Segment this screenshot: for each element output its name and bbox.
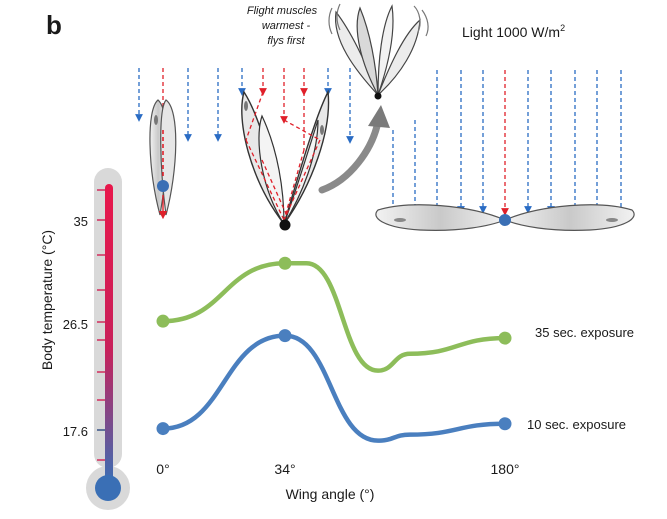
closed-wing-spot [154, 115, 158, 125]
series-2-point-5 [498, 417, 512, 431]
flat-body-dot [499, 214, 511, 226]
annotation-line-2: warmest - [262, 20, 311, 32]
y-tick-label-26-5: 26.5 [63, 317, 88, 332]
fly-body-dot [374, 92, 382, 100]
y-axis: 35 26.5 17.6 Body temperature (°C) [39, 214, 88, 439]
takeoff-arrow-shaft [318, 118, 382, 194]
series-label-10-sec: 10 sec. exposure [527, 417, 626, 432]
thermometer [86, 168, 130, 510]
butterfly-wings-closed [149, 99, 177, 220]
butterfly-wings-flat [375, 204, 635, 231]
flat-wing-spot-right [606, 218, 618, 222]
v-wing-spot-right [320, 125, 324, 135]
series-1-point-2 [278, 256, 292, 270]
flight-muscle-annotation: Flight muscles warmest - flys first [247, 5, 318, 47]
flat-wing-left [375, 204, 507, 231]
thermometer-ticks [97, 189, 105, 461]
flat-wing-right [503, 204, 635, 231]
series-1-point-6 [498, 331, 512, 345]
butterfly-flying [328, 3, 429, 100]
fly-wing-3 [377, 4, 394, 96]
panel-label: b [46, 10, 62, 40]
series-2-point-2 [278, 329, 292, 343]
light-rays [135, 68, 625, 216]
series-1-point-1 [156, 314, 170, 328]
motion-lines [328, 3, 429, 37]
takeoff-arrow-head [368, 105, 390, 128]
v-body-dot [279, 219, 291, 231]
light-label-superscript: 2 [560, 23, 565, 33]
closed-body-dot [157, 180, 169, 192]
x-axis: 0° 34° 180° Wing angle (°) [156, 461, 519, 502]
y-axis-title: Body temperature (°C) [39, 230, 55, 370]
x-tick-label-0: 0° [156, 461, 169, 477]
flat-wing-spot-left [394, 218, 406, 222]
x-tick-label-34: 34° [274, 461, 295, 477]
chart-series [156, 256, 512, 443]
x-axis-title: Wing angle (°) [286, 486, 375, 502]
fly-wing-2 [356, 6, 379, 96]
y-tick-label-17-6: 17.6 [63, 424, 88, 439]
series-label-35-sec: 35 sec. exposure [535, 325, 634, 340]
series-2-point-1 [156, 422, 170, 436]
takeoff-arrow [318, 105, 390, 194]
series-line-2 [160, 333, 508, 443]
x-tick-label-180: 180° [491, 461, 520, 477]
thermometer-bulb [95, 475, 121, 501]
v-wing-right-front [283, 119, 319, 225]
butterfly-wings-34deg [241, 89, 330, 231]
annotation-line-1: Flight muscles [247, 5, 318, 17]
annotation-line-3: flys first [267, 35, 305, 47]
v-wing-spot-left [244, 101, 248, 111]
reflected-rays [245, 91, 321, 221]
thermometer-mercury [105, 184, 113, 484]
light-label-text: Light 1000 W/m [462, 24, 560, 40]
v-wing-left-front [258, 114, 285, 227]
light-label: Light 1000 W/m2 [462, 23, 565, 40]
series-line-1 [160, 260, 508, 373]
svg-text:Light 1000 W/m2: Light 1000 W/m2 [462, 23, 565, 40]
y-tick-label-35: 35 [74, 214, 88, 229]
